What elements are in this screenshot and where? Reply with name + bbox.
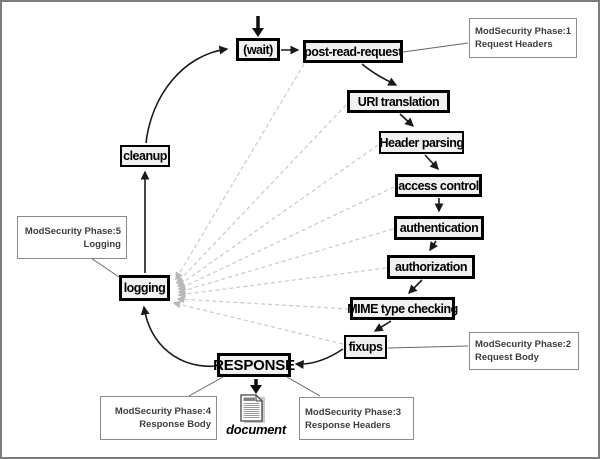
hook-authentication <box>177 228 394 295</box>
entry-arrow <box>252 16 264 37</box>
node-wait-label: (wait) <box>243 42 273 57</box>
hook-uri-translation <box>175 104 347 285</box>
arrow-cleanup-to-wait <box>145 45 229 144</box>
annotation-phase5-subtitle: Logging <box>83 238 121 250</box>
node-access-control-label: access control <box>398 178 479 193</box>
annotation-phase1-title: ModSecurity Phase:1 <box>475 26 572 37</box>
line-to-phase1 <box>402 42 469 53</box>
node-logging: logging <box>119 275 170 301</box>
hook-post-read-request <box>175 63 305 281</box>
node-fixups-label: fixups <box>348 340 383 354</box>
line-from-phase5 <box>90 257 120 278</box>
line-to-phase2 <box>387 345 469 349</box>
arrow-authorization-to-mime <box>408 279 423 294</box>
annotation-phase3-subtitle: Response Headers <box>305 419 391 431</box>
node-post-read-request: post-read-request <box>303 40 403 63</box>
arrow-response-to-logging <box>140 305 217 367</box>
node-header-parsing: Header parsing <box>379 131 464 154</box>
node-mime-type-checking: MIME type checking <box>347 297 458 320</box>
response-to-document-arrow <box>250 379 262 394</box>
hook-header-parsing <box>176 144 379 287</box>
flow-arrows <box>140 45 444 370</box>
document-label: document <box>226 422 286 437</box>
node-authorization: authorization <box>387 255 475 279</box>
arrow-uri-to-header-parsing <box>399 113 414 127</box>
node-access-control: access control <box>395 174 482 197</box>
node-wait: (wait) <box>236 38 280 61</box>
annotation-phase5-title: ModSecurity Phase:5 <box>24 225 121 237</box>
hook-access-control <box>177 186 395 290</box>
node-authorization-label: authorization <box>395 260 467 274</box>
arrow-fixups-to-response <box>294 348 344 370</box>
annotation-phase4: ModSecurity Phase:4 Response Body <box>100 396 217 440</box>
document-icon <box>240 394 265 423</box>
line-to-phase4 <box>188 376 224 397</box>
arrow-mime-to-fixups <box>373 320 392 332</box>
hook-authorization <box>177 267 387 299</box>
node-header-parsing-label: Header parsing <box>379 135 465 150</box>
annotation-phase3: ModSecurity Phase:3 Response Headers <box>299 397 414 440</box>
logging-hook-lines <box>172 63 395 345</box>
node-uri-translation: URI translation <box>347 90 450 113</box>
annotation-phase4-title: ModSecurity Phase:4 <box>114 406 211 417</box>
node-mime-type-checking-label: MIME type checking <box>347 301 458 316</box>
node-post-read-request-label: post-read-request <box>304 44 402 59</box>
node-cleanup-label: cleanup <box>123 149 167 163</box>
hook-mime-type-checking <box>176 295 350 310</box>
node-response-label: RESPONSE <box>213 356 295 374</box>
node-authentication-label: authentication <box>399 221 479 235</box>
hook-fixups <box>172 300 344 345</box>
annotation-phase2: ModSecurity Phase:2 Request Body <box>469 332 579 370</box>
annotation-phase1: ModSecurity Phase:1 Request Headers <box>469 18 577 58</box>
annotation-phase3-title: ModSecurity Phase:3 <box>305 406 402 418</box>
node-logging-label: logging <box>123 281 166 295</box>
line-to-phase3 <box>286 376 321 397</box>
node-response: RESPONSE <box>213 353 295 377</box>
node-cleanup: cleanup <box>120 145 170 167</box>
annotation-phase2-subtitle: Request Body <box>475 352 539 363</box>
arrow-header-parsing-to-access <box>424 154 439 170</box>
node-uri-translation-label: URI translation <box>357 94 440 109</box>
annotation-connector-lines <box>90 42 469 397</box>
annotation-phase2-title: ModSecurity Phase:2 <box>475 339 572 350</box>
node-fixups: fixups <box>344 335 387 359</box>
annotation-phase5: ModSecurity Phase:5 Logging <box>17 216 127 259</box>
annotation-phase4-subtitle: Response Body <box>139 419 211 430</box>
arrow-post-read-to-uri <box>361 63 398 86</box>
arrow-authentication-to-authorization <box>429 240 438 252</box>
annotation-phase1-subtitle: Request Headers <box>475 39 553 50</box>
node-authentication: authentication <box>394 216 484 240</box>
